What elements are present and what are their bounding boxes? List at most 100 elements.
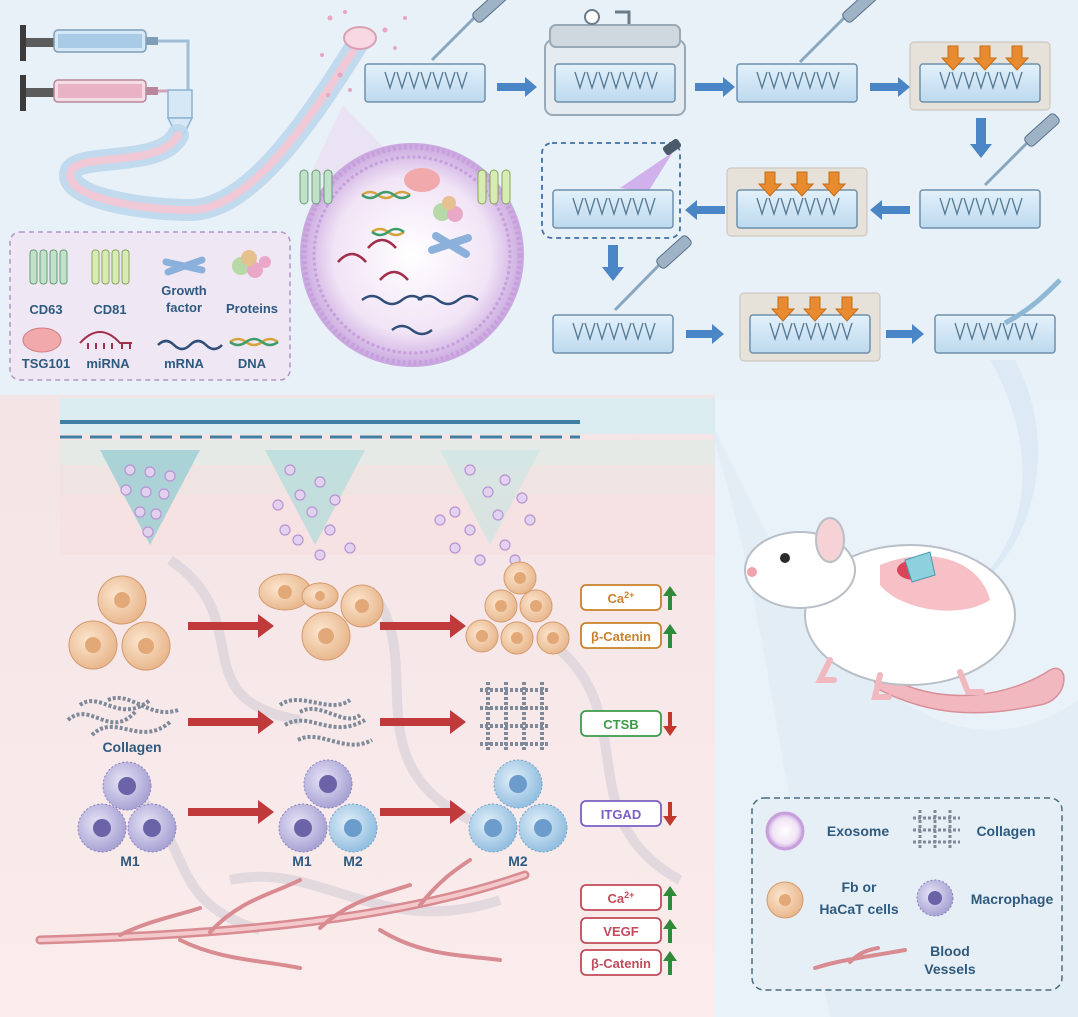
label-dna: DNA [238, 356, 267, 371]
marker-box [580, 884, 662, 911]
exosome-dot [124, 464, 136, 476]
exosome-icon [765, 811, 805, 851]
label-m2-right: M2 [508, 853, 528, 869]
arrow-down-icon [663, 712, 677, 736]
exosome-dot [134, 506, 146, 518]
mould-6 [726, 167, 868, 237]
syringe-pump [20, 25, 377, 222]
exosome-dot [344, 542, 356, 554]
exosome-dot [279, 524, 291, 536]
exosome-dot [324, 524, 336, 536]
collagen-icon [913, 810, 960, 850]
marker-box [580, 949, 662, 976]
marker-label: β-Catenin [591, 629, 651, 644]
marker-2: β-Catenin [580, 622, 677, 649]
collagen-fibers-row [66, 682, 550, 750]
label-blood-1: Blood [930, 943, 970, 959]
exosome-dot [150, 508, 162, 520]
marker-7: β-Catenin [580, 949, 677, 976]
label-cd63: CD63 [29, 302, 62, 317]
exosome-dot [499, 539, 511, 551]
label-blood-2: Vessels [924, 961, 976, 977]
marker-box [580, 710, 662, 737]
mould-8 [552, 314, 674, 354]
marker-3: CTSB [580, 710, 677, 737]
arrow-up-icon [663, 886, 677, 910]
mould-2 [554, 63, 676, 103]
exosome-dot [120, 484, 132, 496]
cd81-icon [91, 249, 130, 285]
mouse [744, 517, 1065, 714]
exosome-dot [292, 534, 304, 546]
label-m1-mid: M1 [292, 853, 312, 869]
label-growth-factor-2: factor [166, 300, 202, 315]
arrow-down-icon [663, 802, 677, 826]
mould-10 [934, 278, 1062, 354]
marker-label: β-Catenin [591, 956, 651, 971]
exosome-dot [306, 506, 318, 518]
label-collagen-row: Collagen [102, 739, 161, 755]
mould-9 [739, 292, 881, 362]
arrow-up-icon [663, 586, 677, 610]
marker-box [580, 917, 662, 944]
pipette-icon-3 [983, 113, 1060, 187]
label-collagen: Collagen [976, 823, 1035, 839]
exosome-dot [144, 466, 156, 478]
marker-label: Ca2+ [608, 590, 635, 606]
marker-label: ITGAD [601, 807, 641, 822]
exosome-dot [164, 470, 176, 482]
pipette-icon-2 [798, 0, 878, 64]
blood-vessel [35, 858, 530, 970]
bottom-legend: Exosome Collagen Fb or HaCaT cells Macro… [751, 797, 1063, 991]
uv-lamp [541, 138, 682, 239]
label-m2-mid: M2 [343, 853, 363, 869]
progression-arrows [188, 614, 466, 824]
mould-1 [364, 63, 486, 103]
marker-1: Ca2+ [580, 584, 677, 611]
blood-vessel-icon [813, 946, 907, 970]
arrow-up-icon [663, 919, 677, 943]
label-fb-2: HaCaT cells [819, 901, 899, 917]
top-legend: CD63 CD81 Growth factor Proteins TSG101 … [9, 231, 291, 381]
mould-7 [552, 189, 674, 229]
fibroblast-cells [68, 561, 570, 671]
macrophage-cells [77, 759, 568, 853]
mould-3 [736, 63, 858, 103]
exosome-dot [158, 488, 170, 500]
label-cd81: CD81 [93, 302, 126, 317]
marker-label: Ca2+ [608, 890, 635, 906]
exosome-dot [474, 554, 486, 566]
exosome-dot [329, 494, 341, 506]
label-mrna: mRNA [164, 356, 204, 371]
exosome-dot [314, 549, 326, 561]
exosome-dot [482, 486, 494, 498]
marker-4: ITGAD [580, 800, 677, 827]
mould-4 [909, 41, 1051, 111]
exosome-dot [492, 509, 504, 521]
exosome-particles [120, 464, 536, 566]
flow-arrows [497, 77, 992, 344]
mirna-icon [79, 331, 132, 349]
arrow-up-icon [663, 624, 677, 648]
label-fb-1: Fb or [842, 879, 878, 895]
marker-box [580, 800, 662, 827]
exosome-dot [294, 489, 306, 501]
exosome-closeup [299, 143, 524, 367]
exosome-dot [272, 499, 284, 511]
exosome-dot [449, 542, 461, 554]
marker-6: VEGF [580, 917, 677, 944]
exosome-dot [314, 476, 326, 488]
marker-5: Ca2+ [580, 884, 677, 911]
exosome-dot [284, 464, 296, 476]
cd63-icon [29, 249, 68, 285]
growth-factor-icon [162, 256, 206, 276]
exosome-dot [140, 486, 152, 498]
label-exosome: Exosome [827, 823, 889, 839]
pipette-icon [430, 0, 508, 62]
fabrication-process [364, 0, 1062, 362]
exosome-dot [464, 524, 476, 536]
arrow-up-icon [663, 951, 677, 975]
exosome-dot [434, 514, 446, 526]
